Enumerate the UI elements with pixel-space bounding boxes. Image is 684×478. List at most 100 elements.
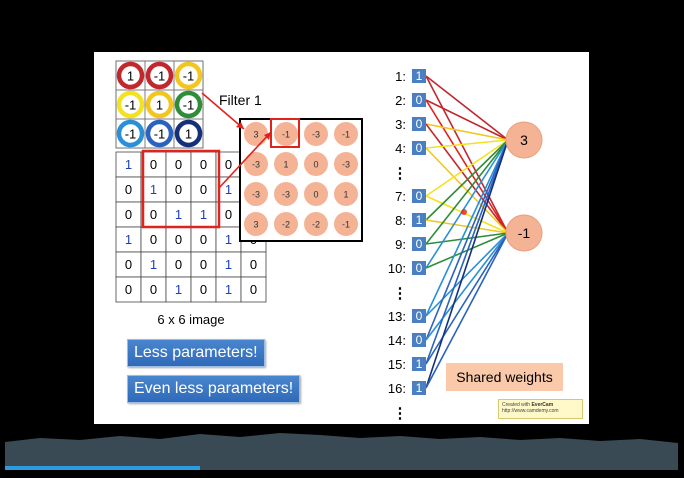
image-value: 0	[125, 282, 132, 297]
feature-map-node	[274, 122, 298, 146]
image-value: 0	[225, 207, 232, 222]
weight-connection	[425, 139, 509, 341]
feature-map-value: -1	[342, 220, 350, 230]
input-box	[412, 117, 426, 131]
filter-value: -1	[125, 127, 137, 142]
vertical-ellipsis: ⋮	[393, 165, 408, 182]
feature-map-value: 1	[343, 190, 348, 200]
input-index-label: 16:	[388, 381, 406, 396]
input-value: 0	[416, 237, 423, 251]
filter-ring	[174, 90, 203, 119]
image-value: 1	[150, 257, 157, 272]
filter-arrowhead	[236, 122, 244, 129]
weight-connection	[425, 139, 509, 245]
image-cell	[215, 276, 242, 303]
image-cell	[165, 276, 192, 303]
weight-connection	[425, 123, 509, 141]
input-index-label: 10:	[388, 261, 406, 276]
image-value: 1	[125, 232, 132, 247]
input-box	[412, 69, 426, 83]
shared-weights-label: Shared weights	[446, 363, 563, 391]
image-value: 1	[150, 182, 157, 197]
image-value: 0	[150, 232, 157, 247]
filter-ring	[145, 90, 174, 119]
feature-map-node	[274, 182, 298, 206]
feature-map-node	[244, 212, 268, 236]
filter-value: -1	[183, 69, 195, 84]
input-index-label: 13:	[388, 309, 406, 324]
credit-brand: EverCam	[531, 402, 554, 408]
input-box	[412, 213, 426, 227]
feature-map-node	[274, 212, 298, 236]
image-value: 0	[175, 257, 182, 272]
image-value: 1	[225, 257, 232, 272]
image-value: 0	[150, 282, 157, 297]
image-value: 0	[200, 282, 207, 297]
feature-map-node	[304, 212, 328, 236]
filter-ring	[116, 119, 145, 148]
input-box	[412, 93, 426, 107]
weight-connection	[425, 139, 509, 197]
filter-cell	[173, 118, 204, 149]
input-value: 0	[416, 189, 423, 203]
image-cell	[115, 226, 142, 253]
weight-connection	[425, 232, 509, 317]
feature-map-value: -1	[282, 130, 290, 140]
weight-connection	[425, 232, 509, 341]
window-arrowhead	[264, 132, 271, 140]
feature-map-node	[334, 122, 358, 146]
filter-ring	[145, 61, 174, 90]
image-value: 0	[150, 157, 157, 172]
less-parameters-button[interactable]: Less parameters!	[127, 339, 265, 367]
image-value: 1	[225, 232, 232, 247]
weight-connection	[425, 123, 509, 234]
image-cell	[240, 276, 267, 303]
even-less-parameters-button[interactable]: Even less parameters!	[127, 375, 301, 403]
input-box	[412, 237, 426, 251]
output-value: 3	[520, 132, 528, 148]
playback-progress-bar[interactable]	[5, 466, 200, 470]
input-value: 0	[416, 309, 423, 323]
image-cell	[115, 251, 142, 278]
weight-connection	[425, 75, 509, 234]
input-box	[412, 261, 426, 275]
image-value: 1	[175, 282, 182, 297]
image-cell	[165, 201, 192, 228]
image-value: 1	[200, 207, 207, 222]
video-timeline[interactable]	[0, 426, 684, 478]
weight-connection	[425, 139, 509, 269]
filter-value: -1	[183, 98, 195, 113]
image-cell	[115, 276, 142, 303]
filter-ring	[174, 119, 203, 148]
image-value: 0	[175, 232, 182, 247]
input-box	[412, 189, 426, 203]
image-value: 0	[125, 182, 132, 197]
evercam-credit[interactable]: Created with EverCam http://www.camdemy.…	[498, 399, 583, 419]
weight-connection	[425, 75, 509, 141]
image-value: 0	[200, 257, 207, 272]
feature-map-node	[244, 152, 268, 176]
image-value: 0	[125, 207, 132, 222]
feature-map-value: 3	[253, 130, 258, 140]
image-value: 0	[150, 207, 157, 222]
cursor-dot	[461, 209, 467, 215]
image-cell	[190, 201, 217, 228]
filter-value: -1	[125, 98, 137, 113]
image-value: 0	[200, 157, 207, 172]
feature-map-value: -3	[252, 160, 260, 170]
input-value: 0	[416, 261, 423, 275]
weight-connection	[425, 139, 509, 149]
filter-ring	[145, 119, 174, 148]
image-value: 0	[225, 157, 232, 172]
weight-connection	[425, 195, 509, 234]
image-value: 0	[200, 182, 207, 197]
image-value: 0	[200, 232, 207, 247]
feature-map-node	[304, 152, 328, 176]
feature-map-node	[244, 122, 268, 146]
feature-map-value: -3	[342, 160, 350, 170]
input-index-label: 3:	[395, 117, 406, 132]
input-box	[412, 309, 426, 323]
audio-waveform	[5, 433, 678, 470]
input-index-label: 2:	[395, 93, 406, 108]
filter-arrow	[201, 92, 245, 130]
